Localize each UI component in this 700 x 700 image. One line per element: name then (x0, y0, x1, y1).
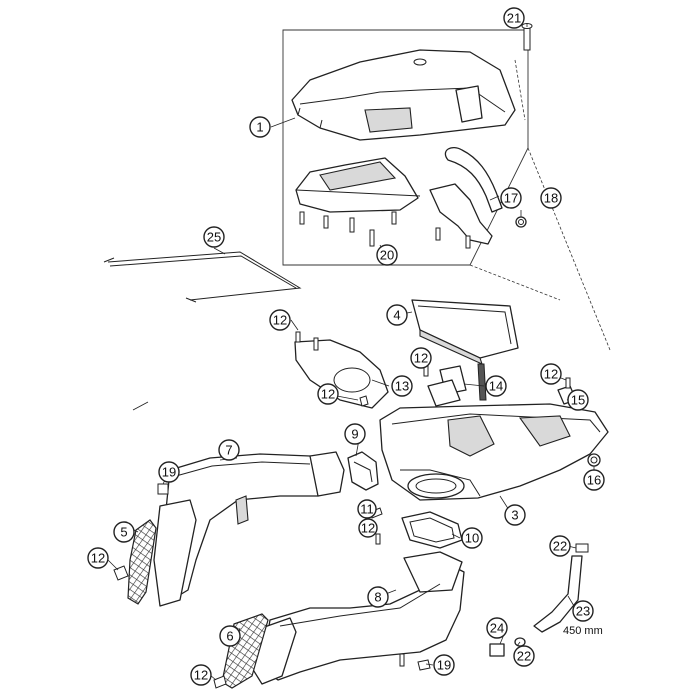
callout-3: 3 (504, 504, 526, 526)
callout-22-upper: 22 (549, 535, 571, 557)
callout-10: 10 (461, 527, 483, 549)
screw-19-upper (157, 483, 169, 495)
hose-length-note: 450 mm (563, 625, 603, 637)
callout-11: 11 (357, 499, 377, 519)
callout-label: 9 (351, 427, 358, 442)
callout-label: 8 (374, 590, 381, 605)
cable-25 (103, 251, 302, 303)
callout-label: 4 (393, 308, 400, 323)
callout-label: 25 (207, 230, 221, 245)
seal-ring (401, 511, 463, 549)
callout-24: 24 (486, 617, 508, 639)
airbox (379, 403, 609, 501)
callout-12-right: 12 (540, 363, 562, 385)
callout-label: 20 (380, 248, 394, 263)
callout-label: 1 (256, 120, 263, 135)
callout-label: 3 (511, 508, 518, 523)
intake-plate (294, 331, 389, 409)
callout-label: 12 (361, 521, 375, 536)
callout-label: 19 (162, 465, 176, 480)
mesh-screen-5 (127, 519, 157, 605)
intake-boot (347, 451, 379, 491)
drain-hose (533, 543, 589, 633)
callout-25: 25 (203, 226, 225, 248)
callout-label: 14 (489, 379, 503, 394)
callout-14: 14 (485, 375, 507, 397)
callout-label: 18 (544, 191, 558, 206)
callout-label: 12 (194, 668, 208, 683)
callout-label: 13 (395, 379, 409, 394)
callout-label: 17 (504, 191, 518, 206)
callout-12-center: 12 (358, 518, 378, 538)
callout-15: 15 (567, 389, 589, 411)
callout-12-left: 12 (87, 547, 109, 569)
screw-19-lower (417, 659, 431, 671)
hose-clamp (515, 216, 527, 228)
callout-17: 17 (500, 187, 522, 209)
screw-12-bottom (213, 675, 227, 689)
sensor-14 (427, 363, 487, 407)
plate-screws (299, 211, 397, 247)
grommet-16 (587, 453, 601, 467)
callout-label: 22 (517, 649, 531, 664)
callout-label: 6 (226, 629, 233, 644)
callout-label: 7 (225, 443, 232, 458)
callout-label: 16 (587, 473, 601, 488)
callout-label: 19 (437, 658, 451, 673)
callout-label: 5 (120, 525, 127, 540)
callout-23: 23 (572, 600, 594, 622)
callout-4: 4 (386, 304, 408, 326)
callout-12-bottom: 12 (190, 664, 212, 686)
airbox-cover (291, 49, 516, 141)
callout-label: 15 (571, 393, 585, 408)
breather-hose (429, 146, 503, 249)
callout-12-plate: 12 (317, 383, 339, 405)
callout-19-lower: 19 (433, 654, 455, 676)
inner-plate (295, 157, 421, 247)
callout-label: 22 (553, 539, 567, 554)
callout-label: 23 (576, 604, 590, 619)
callout-label: 12 (414, 351, 428, 366)
callout-1: 1 (249, 116, 271, 138)
callout-16: 16 (583, 469, 605, 491)
callout-13: 13 (391, 375, 413, 397)
callout-label: 24 (490, 621, 504, 636)
callout-6: 6 (219, 625, 241, 647)
callout-5: 5 (113, 521, 135, 543)
callout-7: 7 (218, 439, 240, 461)
callout-label: 12 (91, 551, 105, 566)
callout-9: 9 (344, 423, 366, 445)
intake-duct-left (153, 451, 345, 607)
callout-22-lower: 22 (513, 645, 535, 667)
callout-label: 12 (321, 387, 335, 402)
callout-12-filter: 12 (410, 347, 432, 369)
intake-duct-lower (251, 551, 465, 685)
callout-12-top: 12 (269, 309, 291, 331)
callout-21: 21 (503, 7, 525, 29)
screw-21 (521, 23, 533, 51)
callout-label: 12 (273, 313, 287, 328)
callout-label: 11 (360, 502, 374, 517)
callout-label: 12 (544, 367, 558, 382)
callout-20: 20 (376, 244, 398, 266)
callout-8: 8 (367, 586, 389, 608)
callout-label: 21 (507, 11, 521, 26)
callout-label: 10 (465, 531, 479, 546)
callout-19-upper: 19 (158, 461, 180, 483)
callout-18-badge: 18 (540, 187, 562, 209)
